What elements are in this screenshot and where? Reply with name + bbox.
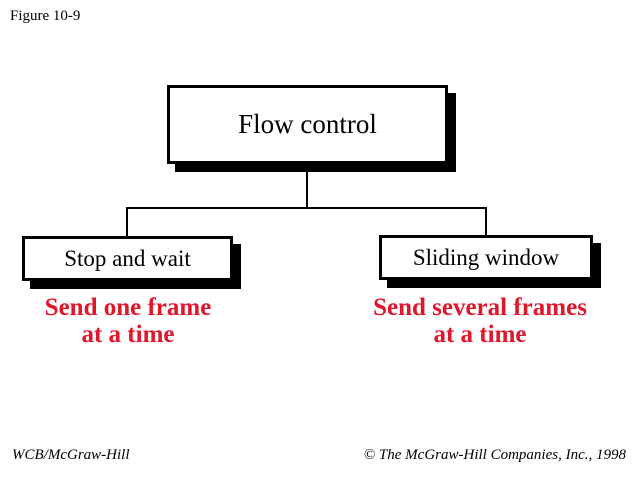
connector-horizontal-rail (126, 207, 487, 209)
caption-sliding-window: Send several frames at a time (339, 294, 621, 348)
connector-drop-left (126, 207, 128, 236)
caption-sliding-window-line2: at a time (433, 321, 527, 348)
connector-root-stem (306, 164, 308, 209)
connector-drop-right (485, 207, 487, 235)
caption-stop-and-wait-line2: at a time (81, 321, 175, 348)
node-sliding-window: Sliding window (379, 235, 593, 280)
node-flow-control-label: Flow control (238, 109, 377, 139)
node-flow-control: Flow control (167, 85, 448, 164)
node-stop-and-wait: Stop and wait (22, 236, 233, 281)
figure-label: Figure 10-9 (10, 8, 81, 24)
node-stop-and-wait-label: Stop and wait (64, 245, 191, 271)
footer-copyright: © The McGraw-Hill Companies, Inc., 1998 (363, 447, 626, 463)
footer-publisher: WCB/McGraw-Hill (12, 447, 130, 463)
caption-stop-and-wait-line1: Send one frame (44, 294, 212, 321)
footer: WCB/McGraw-Hill © The McGraw-Hill Compan… (12, 447, 626, 464)
caption-stop-and-wait: Send one frame at a time (8, 294, 248, 348)
node-sliding-window-label: Sliding window (412, 244, 560, 270)
caption-sliding-window-line1: Send several frames (373, 294, 587, 321)
